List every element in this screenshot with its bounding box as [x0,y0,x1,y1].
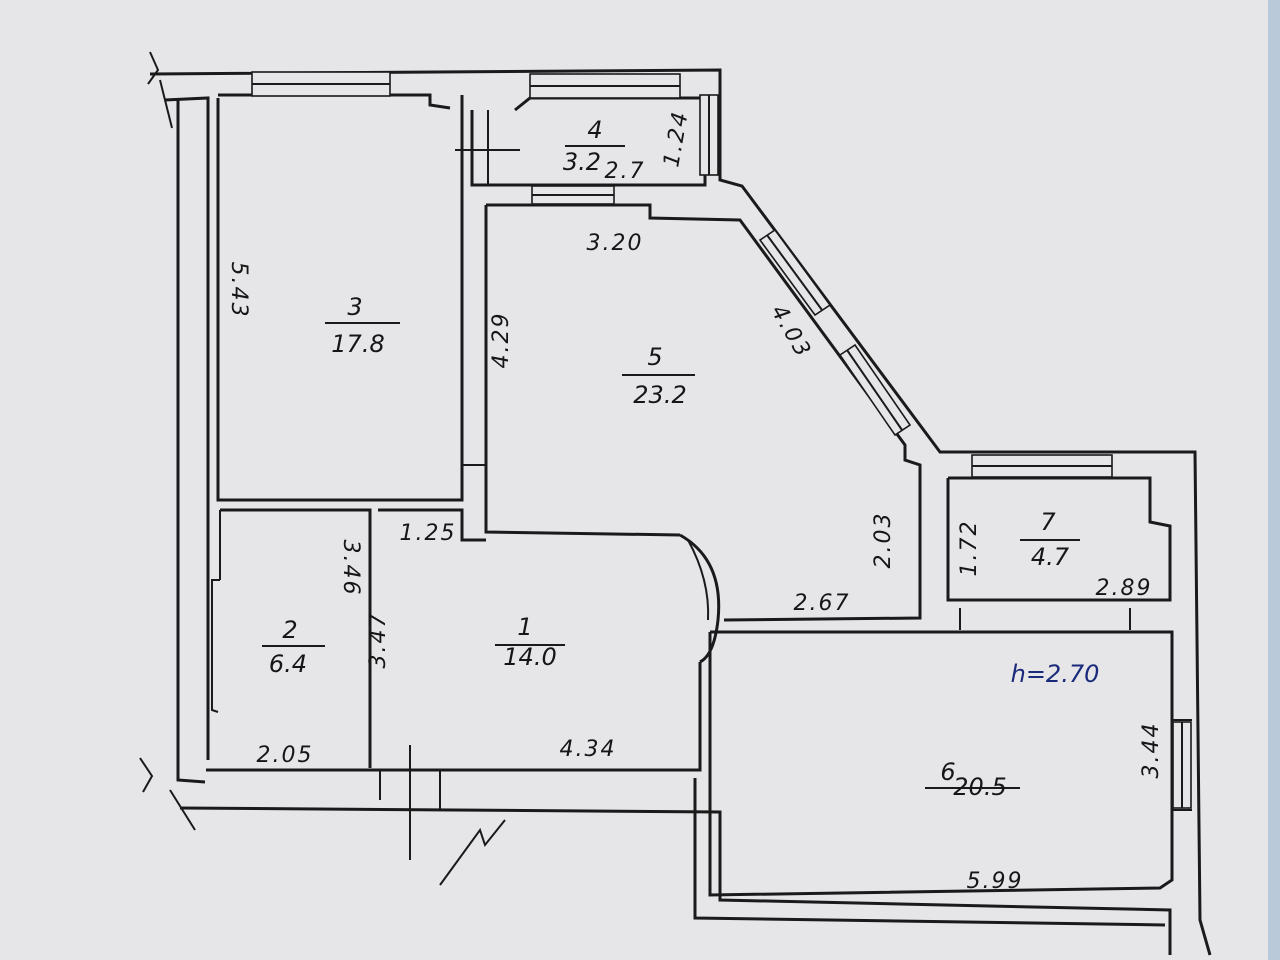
room-7-area: 4.7 [1031,543,1070,571]
room-3-area: 17.8 [331,330,384,358]
room-6-number: 6 [940,758,955,786]
dim-room5-top: 3.20 [587,231,644,256]
room-6-area: 20.5 [953,773,1006,801]
dim-room7-left: 1.72 [957,520,982,577]
ceiling-height-note: h=2.70 [1011,660,1100,688]
room-1-area: 14.0 [503,643,556,671]
right-edge-strip [1268,0,1280,960]
dim-room5-bottom: 2.67 [794,591,851,616]
dim-room2-bottom: 2.05 [257,743,314,768]
dim-room3-height: 5.43 [226,262,251,319]
windows [251,71,1192,809]
room-4-number: 4 [587,116,602,144]
room-2-area: 6.4 [269,650,307,678]
dim-room7-bottom: 2.89 [1096,576,1153,601]
window-room5-diagonal-1 [758,228,832,317]
room-5-area: 23.2 [633,381,686,409]
dim-room1-left: 3.47 [366,612,391,669]
outer-walls [139,51,1212,956]
dim-room6-bottom: 5.99 [967,869,1024,894]
dim-room5-right: 2.03 [871,512,896,569]
room-labels: 3 17.8 4 3.2 5 23.2 1 14.0 2 6.4 6 20.5 … [262,116,1080,801]
dim-room5-left: 4.29 [489,312,514,369]
dim-room4-width: 2.7 [605,159,646,184]
dim-room2-right: 3.46 [338,540,363,597]
window-room5-diagonal-2 [838,343,912,437]
dim-room6-right: 3.44 [1139,722,1164,779]
interior-walls [206,93,1192,897]
dim-room1-top: 1.25 [400,521,457,546]
dim-room1-bottom: 4.34 [560,737,617,762]
room-4-area: 3.2 [563,148,601,176]
room-2-number: 2 [282,616,297,644]
room-7-number: 7 [1040,508,1056,536]
room-3-number: 3 [347,293,362,321]
room-5-number: 5 [647,343,662,371]
room-1-number: 1 [517,613,532,641]
